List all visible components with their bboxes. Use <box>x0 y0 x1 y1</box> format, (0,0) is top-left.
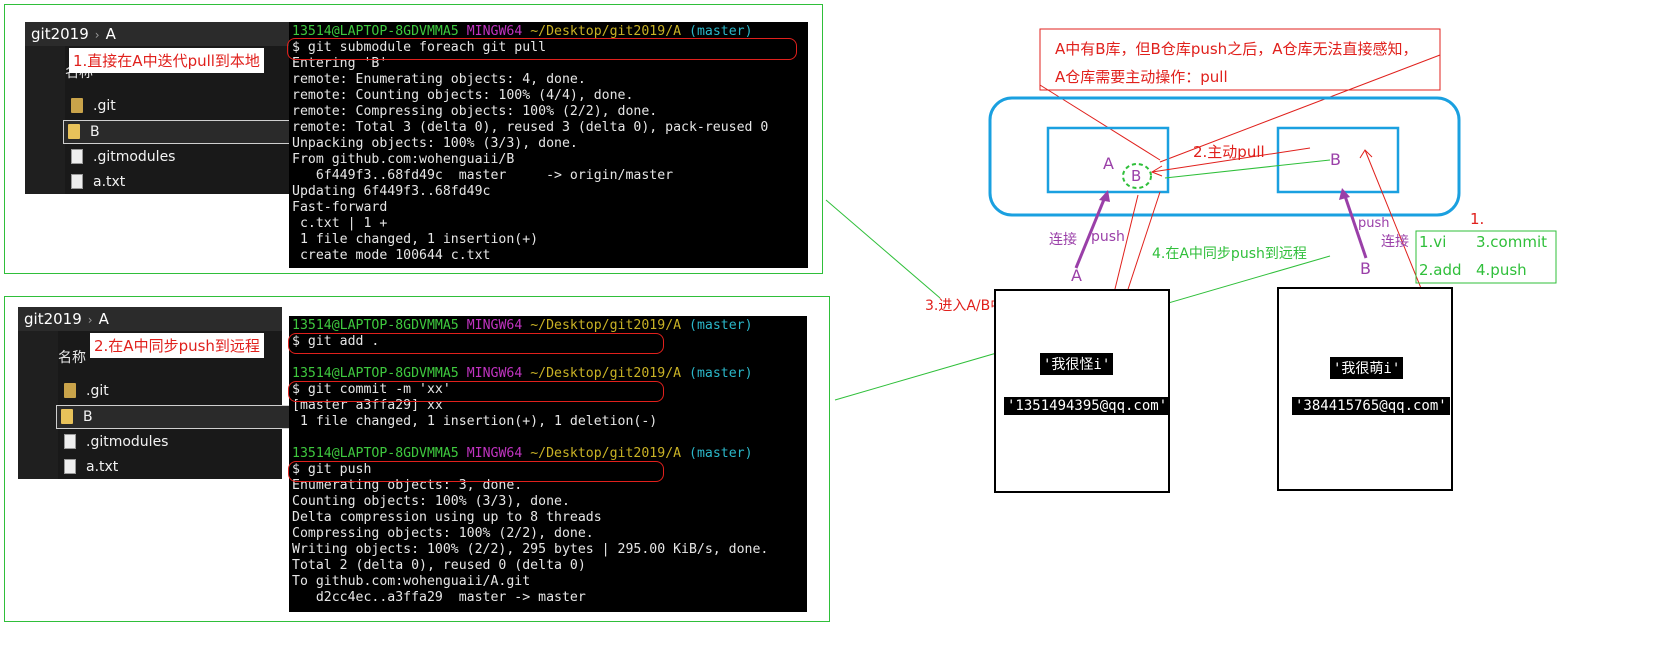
local-a-email: '1351494395@qq.com' <box>1004 397 1171 415</box>
breadcrumb-chevron-icon: › <box>87 313 93 327</box>
file-item-atxt[interactable]: a.txt <box>67 171 293 193</box>
inner-repo-a-label: A <box>1103 154 1114 173</box>
bottom-command-commit: $ git commit -m 'xx' <box>292 382 451 397</box>
file-icon <box>64 459 76 474</box>
file-item-atxt[interactable]: a.txt <box>60 456 286 478</box>
local-repo-a <box>994 289 1170 493</box>
breadcrumb-root[interactable]: git2019 <box>24 310 82 328</box>
local-b-email: '384415765@qq.com' <box>1292 397 1450 415</box>
step-vi: 1.vi <box>1419 233 1447 251</box>
bottom-add-highlight <box>288 333 664 354</box>
file-item-git[interactable]: .git <box>60 380 286 402</box>
breadcrumb-current[interactable]: A <box>98 310 109 328</box>
local-b-user: '我很萌i' <box>1330 357 1404 379</box>
bottom-push-highlight <box>288 461 664 482</box>
diagram-note-line2: A仓库需要主动操作：pull <box>1055 68 1228 86</box>
folder-icon <box>71 98 83 113</box>
file-icon <box>71 174 83 189</box>
breadcrumb-root[interactable]: git2019 <box>31 25 89 43</box>
bottom-command-push: $ git push <box>292 462 372 477</box>
left-repo-label: A <box>1071 266 1082 285</box>
step-add: 2.add <box>1419 261 1462 279</box>
breadcrumb-current[interactable]: A <box>105 25 116 43</box>
bottom-panel <box>4 296 830 622</box>
step-commit: 3.commit <box>1476 233 1548 251</box>
left-connect-label: 连接 <box>1049 232 1077 248</box>
right-push-label: push <box>1358 216 1390 231</box>
step-push: 4.push <box>1476 261 1527 279</box>
column-header-name[interactable]: 名称 <box>58 350 86 366</box>
bottom-explorer: git2019›A 名称 .git B .gitmodules a.txt <box>18 307 310 479</box>
top-terminal[interactable]: 13514@LAPTOP-8GDVMMA5 MINGW64 ~/Desktop/… <box>289 22 808 268</box>
breadcrumb-chevron-icon: › <box>94 28 100 42</box>
diagram-note-line1: A中有B库，但B仓库push之后，A仓库无法直接感知， <box>1055 40 1418 58</box>
top-command: $ git submodule foreach git pull <box>292 40 547 55</box>
top-panel <box>4 4 823 274</box>
file-item-gitmodules[interactable]: .gitmodules <box>67 146 293 168</box>
top-breadcrumb[interactable]: git2019 › A <box>25 22 289 46</box>
file-icon <box>71 149 83 164</box>
bottom-command-add: $ git add . <box>292 334 380 349</box>
left-push-label: push <box>1091 229 1125 245</box>
bottom-commit-highlight <box>288 381 664 402</box>
right-connect-label: 连接 <box>1381 234 1409 250</box>
bottom-annotation: 2.在A中同步push到远程 <box>90 333 264 358</box>
top-command-highlight <box>287 38 797 60</box>
bottom-terminal[interactable]: 13514@LAPTOP-8GDVMMA5 MINGW64 ~/Desktop/… <box>289 316 807 612</box>
file-item-gitmodules[interactable]: .gitmodules <box>60 431 286 453</box>
file-icon <box>64 434 76 449</box>
file-item-git[interactable]: .git <box>67 95 293 117</box>
folder-icon <box>68 124 80 139</box>
bottom-breadcrumb[interactable]: git2019 › A <box>18 307 282 331</box>
pull-label: 2.主动pull <box>1193 143 1265 161</box>
folder-icon <box>61 409 73 424</box>
local-repo-b <box>1277 287 1453 491</box>
local-a-user: '我很怪i' <box>1040 353 1114 375</box>
right-repo-label: B <box>1360 259 1371 278</box>
inner-repo-b-label: B <box>1330 150 1341 169</box>
inner-repo-b-in-a: B <box>1131 167 1142 185</box>
file-item-b[interactable]: B <box>63 120 317 144</box>
folder-icon <box>64 383 76 398</box>
step1-marker: 1. <box>1470 210 1485 228</box>
step4-label: 4.在A中同步push到远程 <box>1152 246 1307 262</box>
top-annotation: 1.直接在A中迭代pull到本地 <box>69 48 264 73</box>
